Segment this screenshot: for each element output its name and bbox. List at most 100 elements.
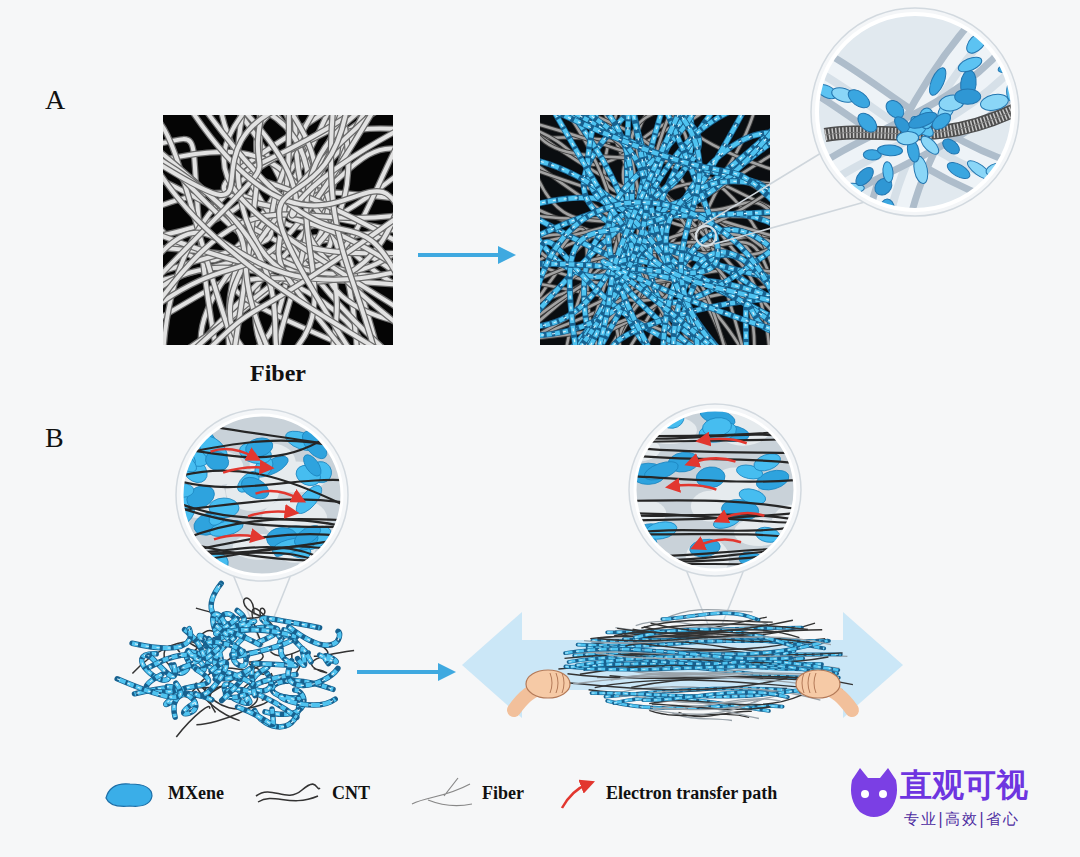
- arrowhead: [498, 246, 516, 264]
- leader-line: [714, 200, 872, 244]
- coated-fiber-outline: [117, 679, 180, 697]
- coating-highlight: [149, 651, 199, 668]
- fiber-outline: [188, 115, 393, 221]
- fiber: [620, 673, 823, 678]
- cnt: [172, 479, 352, 487]
- coating-highlight: [238, 707, 274, 725]
- coated-fiber-outline: [238, 707, 274, 725]
- mxene-coating: [565, 649, 791, 659]
- coated-fiber-outline: [149, 651, 199, 668]
- legend-sample: [556, 774, 598, 814]
- fiber-band: [820, 60, 1020, 190]
- mxene-flake: [238, 473, 273, 503]
- coated-fiber-outline: [280, 697, 335, 706]
- coating-highlight: [550, 115, 770, 303]
- coated-fiber-outline: [565, 649, 791, 659]
- image-caption: Fiber: [163, 360, 393, 387]
- electron-path: [703, 439, 747, 443]
- coating-highlight: [541, 115, 770, 208]
- mxene-flake: [624, 541, 659, 565]
- zoom-detail: [163, 399, 359, 588]
- coating-highlight: [298, 648, 311, 665]
- fiber-sample: [412, 778, 472, 806]
- zoom-detail: [802, 0, 1031, 220]
- logo-cat: [851, 768, 897, 817]
- process-arrow: [418, 253, 500, 257]
- mxene-flake: [956, 54, 984, 75]
- mxene-flake: [300, 452, 324, 479]
- mxene-coating: [179, 670, 208, 695]
- mxene-coating: [184, 694, 196, 714]
- panel-letter: A: [45, 84, 65, 116]
- cnt: [625, 526, 805, 534]
- mxene-coating: [238, 707, 274, 725]
- coated-fiber-outline: [206, 642, 242, 655]
- mxene-flake: [1004, 165, 1031, 180]
- electron-path: [692, 458, 736, 462]
- fiber-patch: [297, 554, 337, 588]
- coated-fiber-outline: [196, 662, 227, 696]
- fiber-outline: [163, 115, 287, 195]
- electron-path: [248, 512, 292, 517]
- cnt: [172, 418, 352, 457]
- mxene-coating: [117, 679, 180, 697]
- cnt-sample: [256, 784, 320, 796]
- mxene-flake: [853, 164, 877, 188]
- cnt: [312, 651, 355, 673]
- legend-sample-art: [100, 774, 158, 814]
- mxene-coating: [289, 627, 340, 645]
- cnt: [625, 549, 805, 560]
- coating-highlight: [289, 627, 340, 645]
- coating-highlight: [196, 662, 227, 696]
- coating-highlight: [226, 689, 297, 717]
- palm: [796, 670, 840, 698]
- coating-highlight: [117, 679, 180, 697]
- mxene-coating: [226, 689, 297, 717]
- cnt: [625, 548, 805, 557]
- cnt: [598, 630, 823, 641]
- finger: [562, 673, 564, 693]
- electron-path: [214, 535, 258, 539]
- zoom-rim: [817, 14, 1013, 210]
- coating-highlight: [577, 657, 839, 670]
- coating-highlight: [254, 649, 297, 666]
- fiber: [163, 162, 386, 345]
- hand: [514, 670, 570, 710]
- logo-eye: [879, 790, 887, 798]
- legend-text: Fiber: [482, 783, 524, 804]
- cnt: [625, 476, 805, 482]
- mxene-flake: [986, 0, 999, 19]
- mxene-flake: [918, 133, 942, 157]
- coated-fiber-outline: [254, 649, 297, 666]
- mxene-flake: [929, 110, 953, 133]
- electron-path: [256, 491, 300, 499]
- cnt: [172, 501, 352, 529]
- palm: [526, 670, 570, 698]
- fiber-shade: [820, 60, 1020, 190]
- electron-path: [223, 467, 267, 472]
- coated-fiber-outline: [320, 655, 337, 663]
- mxene-coating: [603, 261, 770, 345]
- coating-highlight: [565, 649, 791, 659]
- coated-fiber-outline: [216, 625, 260, 644]
- mxene-flake: [320, 416, 348, 446]
- zoom-rim: [182, 415, 342, 575]
- legend-text: Electron transfer path: [606, 783, 777, 804]
- mxene-coating: [196, 662, 227, 696]
- process-arrow: [357, 670, 440, 674]
- coated-fiber-mat: [540, 115, 770, 345]
- cnt: [172, 546, 352, 560]
- cnt: [172, 547, 352, 578]
- coated-fiber-outline: [662, 613, 758, 620]
- coated-fiber-outline: [298, 648, 311, 665]
- mxene-flake: [769, 409, 798, 423]
- mxene-flake: [979, 92, 1010, 113]
- mxene-coating: [298, 648, 311, 665]
- coated-fiber-outline: [179, 670, 208, 695]
- cnt: [625, 447, 805, 453]
- finger: [550, 673, 552, 693]
- mxene-sample: [106, 784, 152, 807]
- logo-eye: [861, 790, 869, 798]
- mxene-coating: [149, 651, 199, 668]
- legend-sample: [100, 774, 158, 814]
